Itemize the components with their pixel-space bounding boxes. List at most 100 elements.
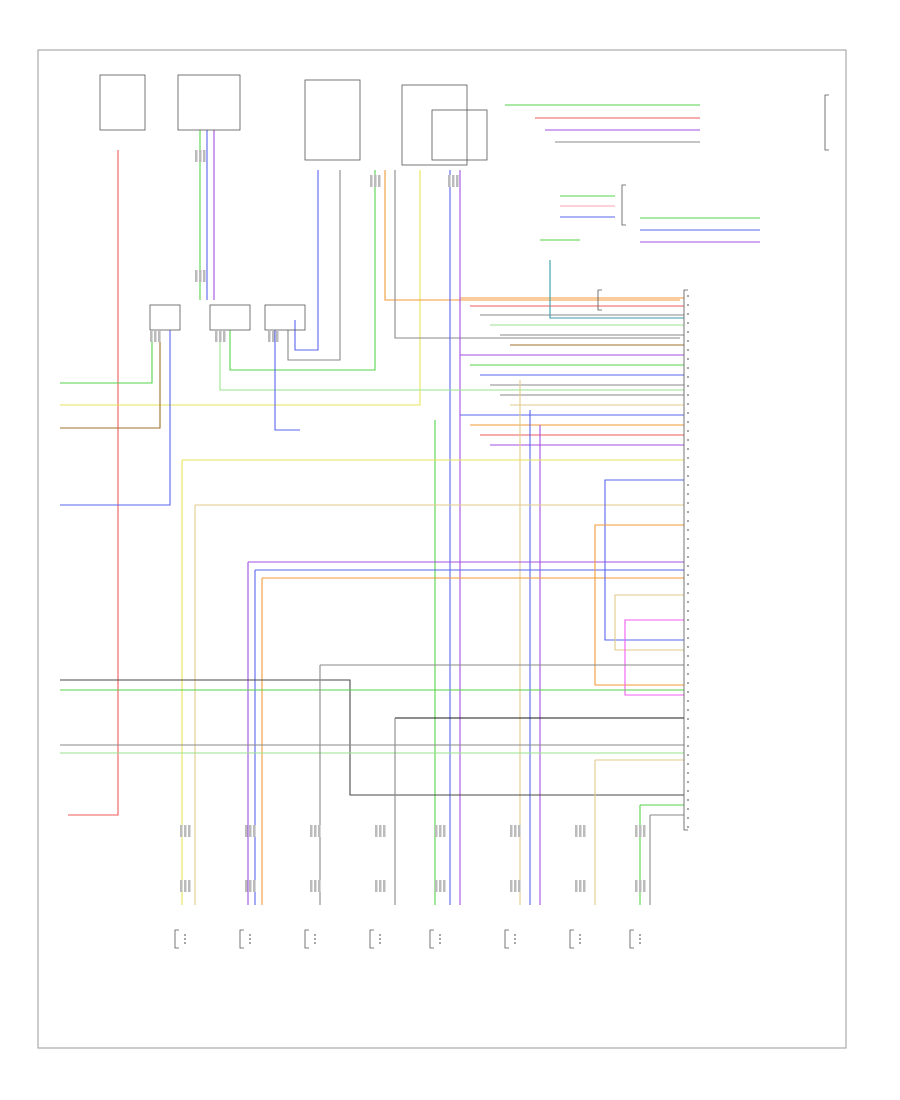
bottom-conn-mid-4-0 [435, 880, 438, 892]
conn-d-1 [219, 330, 222, 342]
bottom-pin-2-0 [314, 934, 316, 936]
bottom-conn-top-4-0 [435, 825, 438, 837]
fuse-box-left [99, 74, 146, 131]
conn-g-2 [456, 175, 459, 187]
wire-brown-6 [60, 330, 161, 429]
main-module-pin-30 [687, 565, 689, 567]
main-module-pin-7 [687, 358, 689, 360]
main-module-pin-26 [687, 529, 689, 531]
bottom-pin-3-0 [379, 934, 381, 936]
bottom-conn-mid-3-2 [383, 880, 386, 892]
main-module-pin-46 [687, 709, 689, 711]
main-module-pin-45 [687, 700, 689, 702]
main-module-pin-6 [687, 349, 689, 351]
wire-blue-7 [60, 330, 171, 506]
main-module-pin-36 [687, 619, 689, 621]
main-module-pin-15 [687, 430, 689, 432]
bottom-conn-top-0-2 [188, 825, 191, 837]
bottom-conn-top-3-0 [375, 825, 378, 837]
main-module-pin-10 [687, 385, 689, 387]
main-module-pin-23 [687, 502, 689, 504]
bottom-pin-3-1 [379, 938, 381, 940]
main-module-pin-5 [687, 340, 689, 342]
bottom-conn-top-6-2 [583, 825, 586, 837]
wire-blue-8 [294, 170, 319, 351]
bottom-conn-mid-0-2 [188, 880, 191, 892]
bottom-conn-top-6-0 [575, 825, 578, 837]
bottom-pin-7-2 [639, 942, 641, 944]
conn-a-0 [195, 150, 198, 162]
bottom-conn-mid-5-2 [518, 880, 521, 892]
main-module-pin-41 [687, 664, 689, 666]
main-module-pin-13 [687, 412, 689, 414]
module-top-right [401, 84, 468, 166]
wire-blue-76 [274, 330, 300, 431]
main-module-pin-9 [687, 376, 689, 378]
bottom-pin-4-0 [439, 934, 441, 936]
bottom-conn-top-1-0 [245, 825, 248, 837]
main-module-pin-19 [687, 466, 689, 468]
bottom-pin-5-0 [514, 934, 516, 936]
bottom-pin-5-1 [514, 938, 516, 940]
bracket-sensor-right [621, 184, 626, 226]
bottom-conn-top-5-0 [510, 825, 513, 837]
conn-f-2 [378, 175, 381, 187]
conn-e-2 [276, 330, 279, 342]
main-module-pin-54 [687, 781, 689, 783]
bracket-headlight [824, 94, 829, 151]
wire-orange-11 [384, 170, 680, 301]
bottom-bracket-0 [174, 929, 179, 949]
main-module-pin-3 [687, 322, 689, 324]
main-module-pin-48 [687, 727, 689, 729]
wire-red-0 [68, 150, 119, 816]
main-module-pin-2 [687, 313, 689, 315]
main-module-pin-21 [687, 484, 689, 486]
bottom-conn-top-7-1 [639, 825, 642, 837]
bottom-conn-top-2-2 [318, 825, 321, 837]
bracket-main-module [683, 289, 688, 831]
bottom-conn-mid-2-1 [314, 880, 317, 892]
wire-yellow-5 [60, 170, 421, 406]
wire-blue-55 [604, 479, 684, 641]
wire-orange-56 [594, 524, 684, 686]
bottom-pin-2-2 [314, 942, 316, 944]
wire-teal-73 [549, 260, 684, 319]
conn-e-0 [268, 330, 271, 342]
bottom-conn-top-2-1 [314, 825, 317, 837]
bottom-conn-top-5-1 [514, 825, 517, 837]
bottom-conn-top-3-1 [379, 825, 382, 837]
bottom-pin-5-2 [514, 942, 516, 944]
bottom-pin-6-2 [579, 942, 581, 944]
main-module-pin-12 [687, 403, 689, 405]
connector-block-3 [264, 304, 306, 331]
main-module-pin-55 [687, 790, 689, 792]
bottom-conn-mid-4-1 [439, 880, 442, 892]
bottom-conn-top-7-2 [643, 825, 646, 837]
bottom-conn-mid-6-0 [575, 880, 578, 892]
main-module-pin-22 [687, 493, 689, 495]
bottom-conn-mid-1-2 [253, 880, 256, 892]
main-module-pin-50 [687, 745, 689, 747]
main-module-pin-16 [687, 439, 689, 441]
main-module-pin-29 [687, 556, 689, 558]
bottom-bracket-4 [429, 929, 434, 949]
bottom-conn-top-6-1 [579, 825, 582, 837]
bottom-pin-4-1 [439, 938, 441, 940]
main-module-pin-57 [687, 808, 689, 810]
bottom-conn-top-7-0 [635, 825, 638, 837]
bottom-pin-2-1 [314, 938, 316, 940]
bracket-aux [597, 289, 602, 311]
bottom-conn-top-5-2 [518, 825, 521, 837]
bottom-conn-mid-1-0 [245, 880, 248, 892]
bottom-pin-6-1 [579, 938, 581, 940]
module-top-center [304, 79, 361, 161]
conn-b-2 [203, 270, 206, 282]
conn-d-0 [215, 330, 218, 342]
bottom-pin-1-1 [249, 938, 251, 940]
main-module-pin-4 [687, 331, 689, 333]
main-module-pin-52 [687, 763, 689, 765]
bottom-conn-top-3-2 [383, 825, 386, 837]
conn-b-1 [199, 270, 202, 282]
